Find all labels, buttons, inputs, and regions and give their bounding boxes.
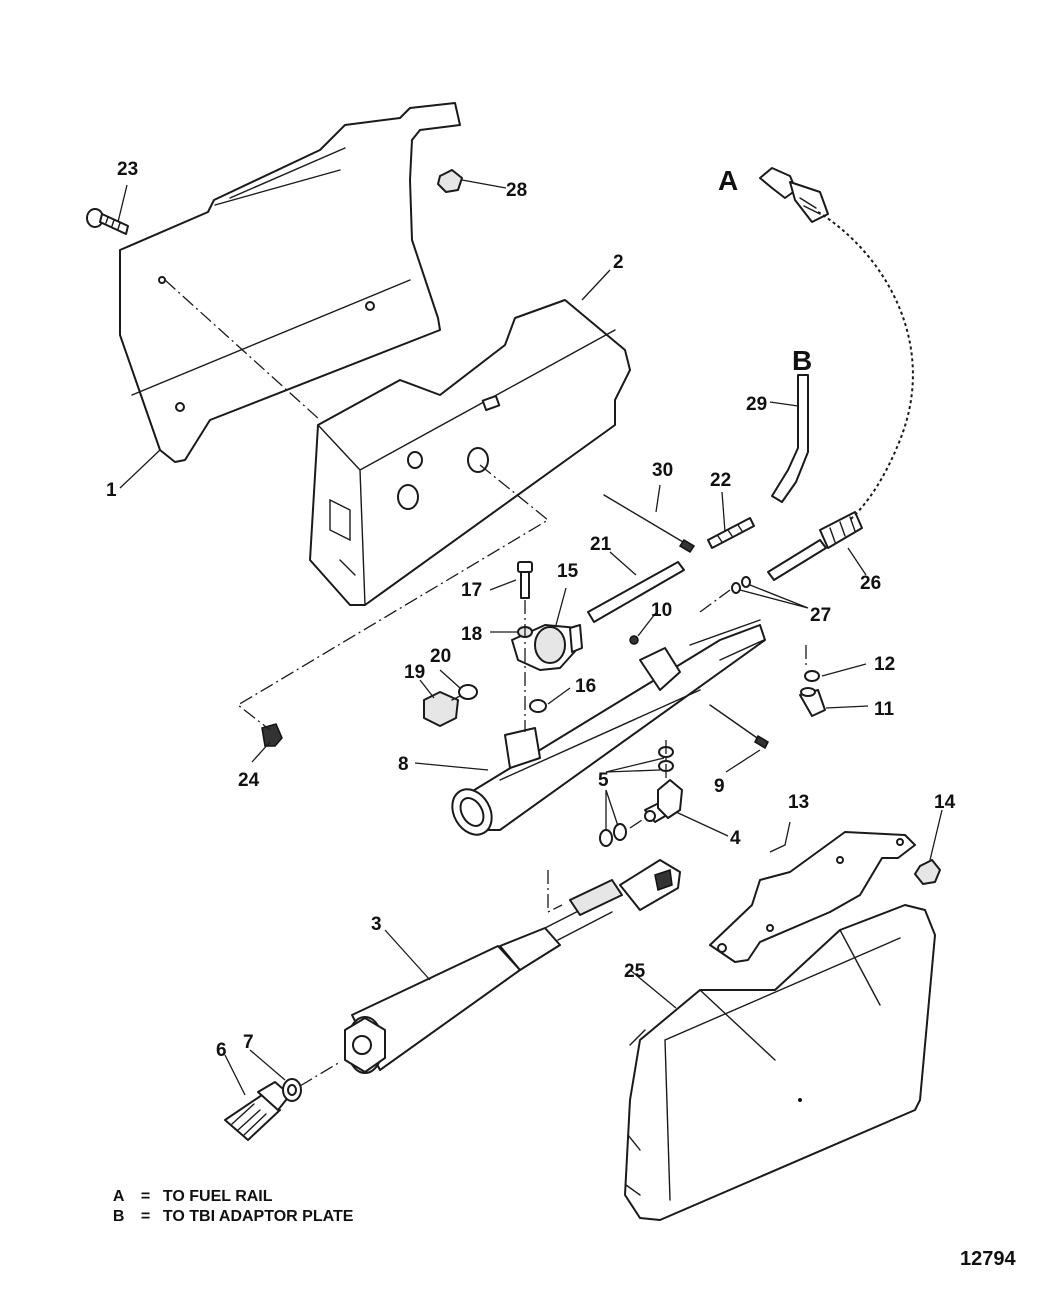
- part-20-washer: [458, 684, 478, 700]
- part-12-o-ring: [804, 670, 820, 682]
- callout-labels: 1 2 3 4 5 6 7 8 9 10 11 12 13 14 15 16 1…: [106, 159, 956, 1061]
- callout-12: 12: [874, 654, 895, 675]
- callout-23: 23: [117, 159, 138, 180]
- assembly-lines: [164, 211, 914, 1087]
- callout-1: 1: [106, 480, 117, 501]
- part-3-fuel-pump: [344, 859, 681, 1074]
- callout-19: 19: [404, 662, 425, 683]
- callout-6: 6: [216, 1040, 227, 1061]
- callout-29: 29: [746, 394, 767, 415]
- legend-eq-a: =: [140, 1188, 151, 1205]
- callout-8: 8: [398, 754, 409, 775]
- part-25-pump-cover: [624, 904, 936, 1221]
- part-8-fuel-manifold: [451, 619, 766, 836]
- callout-30: 30: [652, 460, 673, 481]
- legend-row-a: A = TO FUEL RAIL: [104, 1170, 273, 1206]
- legend-text-b: TO TBI ADAPTOR PLATE: [162, 1208, 354, 1225]
- part-28-nut: [437, 169, 463, 193]
- callout-20: 20: [430, 646, 451, 667]
- part-10-plug: [629, 635, 639, 645]
- callout-24: 24: [238, 770, 260, 791]
- part-4-elbow-fitting: [644, 779, 683, 823]
- callout-11: 11: [874, 699, 895, 720]
- hose-a-fuel-rail: [759, 167, 829, 223]
- part-16-cap: [529, 699, 547, 713]
- leader-lines: [117, 179, 943, 1096]
- part-14-nut: [914, 859, 941, 885]
- legend-text-a: TO FUEL RAIL: [162, 1188, 273, 1205]
- callout-10: 10: [651, 600, 672, 621]
- callout-21: 21: [590, 534, 612, 555]
- callout-28: 28: [506, 180, 527, 201]
- part-2-pump-bracket: [309, 299, 631, 606]
- legend-key-b: B: [112, 1208, 125, 1225]
- part-27-o-rings: [731, 576, 751, 594]
- part-26-hose-fitting: [767, 511, 863, 581]
- callout-27: 27: [810, 605, 831, 626]
- part-22-connector: [707, 517, 755, 549]
- callout-4: 4: [730, 828, 741, 849]
- callout-26: 26: [860, 573, 881, 594]
- part-11-fitting: [799, 687, 826, 717]
- legend-key-a: A: [112, 1188, 125, 1205]
- part-7-washer: [282, 1078, 302, 1102]
- callout-14: 14: [934, 792, 956, 813]
- callout-25: 25: [624, 961, 646, 982]
- callout-22: 22: [710, 470, 731, 491]
- callout-9: 9: [714, 776, 725, 797]
- callout-2: 2: [613, 252, 624, 273]
- callout-18: 18: [461, 624, 482, 645]
- drawing-number: 12794: [960, 1248, 1016, 1270]
- callout-16: 16: [575, 676, 596, 697]
- letter-a: A: [718, 165, 738, 196]
- part-29-hose: [771, 374, 809, 503]
- legend-row-b: B = TO TBI ADAPTOR PLATE: [104, 1190, 354, 1226]
- part-30-rod: [603, 494, 696, 554]
- callout-3: 3: [371, 914, 382, 935]
- callout-7: 7: [243, 1032, 254, 1053]
- callout-17: 17: [461, 580, 482, 601]
- part-17-bolt: [517, 561, 533, 599]
- part-6-inlet-fitting: [224, 1081, 291, 1141]
- part-23-screw: [86, 208, 129, 235]
- callout-13: 13: [788, 792, 809, 813]
- legend-eq-b: =: [140, 1208, 151, 1225]
- part-21-tube: [587, 561, 685, 623]
- part-24-screw: [261, 723, 283, 747]
- part-1-mounting-bracket: [119, 102, 461, 463]
- callout-15: 15: [557, 561, 579, 582]
- callout-5: 5: [598, 770, 609, 791]
- part-13-clamp-strap: [709, 831, 916, 963]
- letter-b: B: [792, 345, 812, 376]
- part-9-bleed-screw: [709, 704, 769, 750]
